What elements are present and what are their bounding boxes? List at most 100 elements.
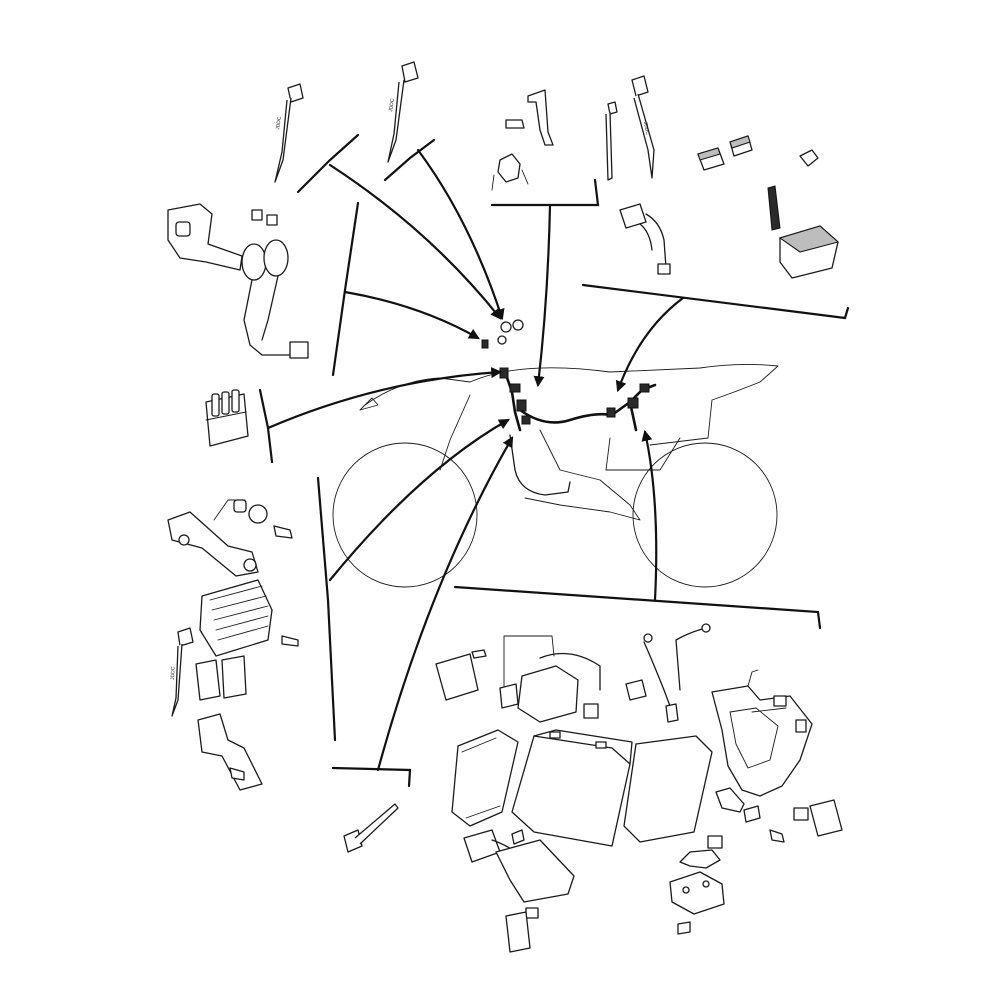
handlebar-switch-assembly xyxy=(167,203,309,359)
callout-brackets xyxy=(258,133,850,788)
front-fender xyxy=(359,397,379,411)
leader-arrow xyxy=(533,203,552,388)
harness-main-run xyxy=(518,408,614,424)
mount-plate xyxy=(495,839,575,903)
harness-front-branch xyxy=(503,370,522,432)
tie-band-print: JDDC xyxy=(388,98,396,112)
connector-block xyxy=(521,415,531,425)
harness-engine-lead xyxy=(509,434,571,496)
cable-tie-4: JDDC xyxy=(170,627,194,717)
bolt xyxy=(665,703,679,723)
multi-pin-connector xyxy=(205,389,249,447)
switch-mount xyxy=(500,321,512,333)
regulator-connector xyxy=(195,659,221,701)
bulb xyxy=(266,214,278,226)
cable-tie-1: JDDC xyxy=(274,83,304,183)
bolt xyxy=(677,921,691,935)
tie-band-print: JDDC xyxy=(170,666,176,680)
rear-wheel xyxy=(632,442,778,588)
front-fork xyxy=(439,394,471,471)
bracket-top-center xyxy=(490,178,600,207)
mount-bracket xyxy=(527,89,554,146)
bracket-bottom-small xyxy=(331,766,412,788)
bracket-top-left-1 xyxy=(296,133,360,194)
frame-and-tank-outline xyxy=(364,363,779,446)
bracket-bottom-large xyxy=(453,585,822,630)
small-cap xyxy=(793,807,809,821)
wire-clamp xyxy=(497,153,521,183)
bracket-left-lower xyxy=(316,476,337,742)
bulb-socket xyxy=(241,243,267,281)
rectifier-regulator-assembly xyxy=(167,499,299,701)
connector-block xyxy=(627,397,639,409)
connector-block xyxy=(606,407,616,418)
connector-cap-1 xyxy=(697,147,725,171)
bulb-socket xyxy=(263,239,289,277)
handlebar-bracket-set xyxy=(491,89,554,191)
leader-arrow xyxy=(641,429,658,602)
bolt xyxy=(273,525,293,539)
bracket-top-right xyxy=(581,283,850,320)
switch-mount xyxy=(497,335,507,345)
ground-bracket xyxy=(197,713,263,791)
bolt xyxy=(505,119,525,129)
bulb xyxy=(251,209,263,221)
connector-block xyxy=(516,399,527,412)
bolt xyxy=(471,649,487,659)
leader-arrow xyxy=(416,148,505,321)
relay-connector xyxy=(499,683,519,709)
switch-housing xyxy=(167,203,243,271)
motorcycle-outline xyxy=(332,363,779,588)
rubber-clip xyxy=(799,149,819,167)
connector-cap-2 xyxy=(729,135,753,157)
regulator-connector xyxy=(221,655,247,699)
engine-outline xyxy=(524,429,641,521)
switch-mount xyxy=(512,319,524,331)
bolt xyxy=(229,767,245,781)
fuse-box xyxy=(517,665,579,723)
battery xyxy=(511,735,631,847)
leader-arrow xyxy=(328,163,502,320)
battery-box-group xyxy=(435,623,843,953)
connector-block xyxy=(499,367,509,379)
sub-harness-connector xyxy=(619,203,671,275)
small-cap xyxy=(525,907,539,919)
coupler xyxy=(505,911,531,953)
connector-block xyxy=(481,339,489,349)
cable-tie-5 xyxy=(343,803,399,853)
cable-tie-2: JDDC xyxy=(387,61,419,163)
battery-bracket xyxy=(711,685,813,797)
fuse xyxy=(583,703,599,719)
leader-arrow xyxy=(376,436,514,772)
leader-arrow xyxy=(266,367,503,430)
tie-band-print: JDDC xyxy=(642,121,650,136)
battery-cable xyxy=(675,627,707,691)
side-cover xyxy=(605,437,681,471)
bulb-connector xyxy=(289,341,309,359)
bolt xyxy=(769,829,785,843)
connector-block xyxy=(639,383,650,393)
connector-block xyxy=(509,383,521,393)
bracket-top-left-2 xyxy=(383,138,436,182)
bolt xyxy=(281,635,299,647)
leader-arrow xyxy=(615,296,685,393)
front-wheel xyxy=(332,442,478,588)
relay-unit xyxy=(767,185,840,279)
collar xyxy=(233,499,247,513)
relay-unit xyxy=(669,871,725,915)
tie-band-print: JDDC xyxy=(275,116,283,130)
leader-arrows xyxy=(266,148,685,772)
rubber-mount xyxy=(773,695,787,707)
cable-tie-3: JDDC xyxy=(631,75,655,179)
small-cap xyxy=(707,835,723,849)
washer xyxy=(248,504,268,524)
fuse-holder xyxy=(463,829,501,863)
rubber-mount xyxy=(795,719,807,733)
starter-relay xyxy=(435,653,479,701)
tie-band-straight xyxy=(605,101,618,181)
battery-cover xyxy=(451,729,519,827)
coupler xyxy=(809,799,843,837)
wire-harness xyxy=(481,319,657,496)
